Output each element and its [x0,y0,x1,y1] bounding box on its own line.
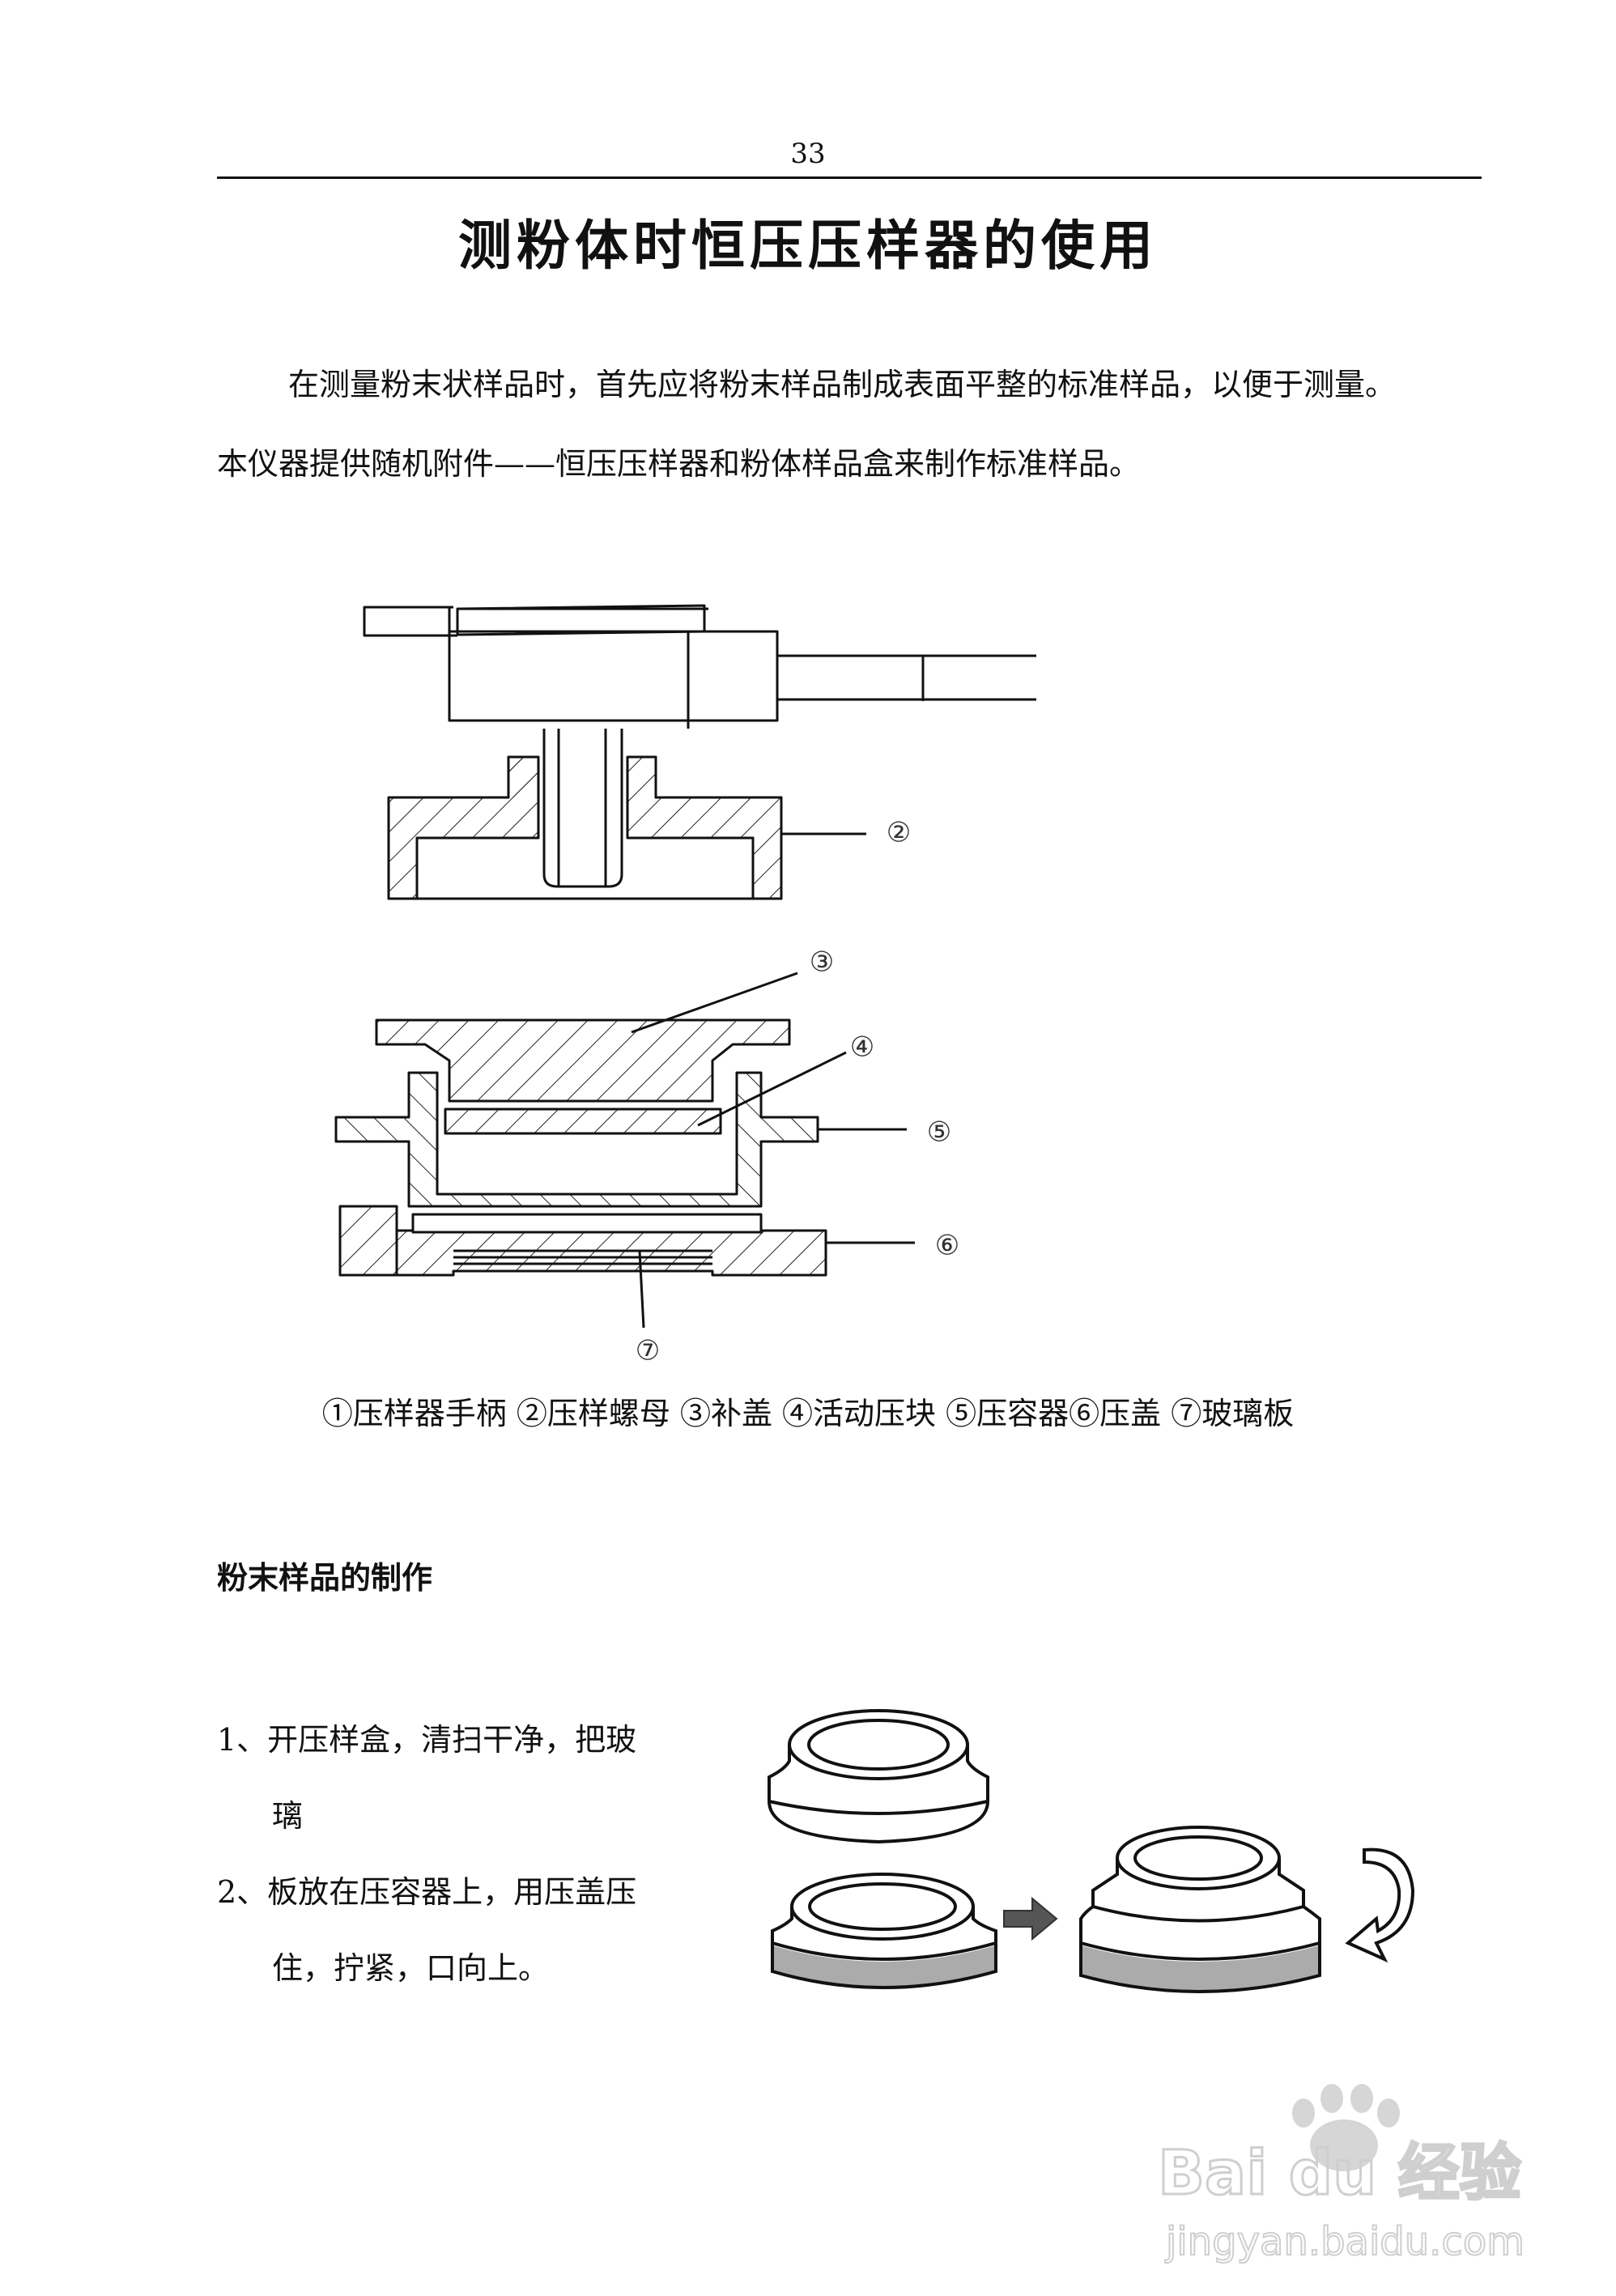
press-cap [375,1018,791,1103]
press-nut [387,729,783,900]
step-2-line-1: 2、板放在压容器上，用压盖压 [217,1874,637,1910]
section-heading: 粉末样品的制作 [217,1560,433,1596]
header-rule [217,176,1482,179]
press-diagram: ① ② ③ ④ ⑤ ⑥ ⑦ [334,604,1036,1367]
baidu-watermark: Bai du 经验 jingyan.baidu.com [1157,2084,1525,2265]
callout-5: ⑤ [927,1116,951,1149]
step-1-line-1: 1、开压样盒，清扫干净，把玻 [217,1722,637,1758]
callout-4: ④ [850,1031,874,1064]
rotate-arrow-icon [1345,1847,1415,1963]
watermark-logo: Bai du 经验 [1158,2137,1521,2209]
right-arrow-icon [1003,1896,1058,1941]
paw-icon [1292,2084,1400,2171]
watermark-url: jingyan.baidu.com [1165,2219,1525,2264]
page-number: 33 [790,138,826,170]
assembled-ring [1079,1826,1321,1993]
callout-2: ② [887,817,911,849]
press-handle [363,604,1036,729]
sample-box-illustration [768,1709,1415,1993]
intro-paragraph-line-1: 在测量粉末状样品时，首先应将粉末样品制成表面平整的标准样品，以便于测量。 [288,367,1397,402]
diagram-caption: ①压样器手柄 ②压样螺母 ③补盖 ④活动压块 ⑤压容器⑥压盖 ⑦玻璃板 [321,1396,1295,1431]
lid-ring [768,1709,989,1844]
callout-7: ⑦ [636,1335,660,1367]
container-ring [771,1873,997,1989]
step-1-line-2: 璃 [272,1798,304,1834]
page-title: 测粉体时恒压压样器的使用 [458,215,1158,277]
press-container [334,1071,819,1208]
callout-3: ③ [810,946,834,979]
intro-paragraph-line-2: 本仪器提供随机附件——恒压压样器和粉体样品盒来制作标准样品。 [217,446,1141,482]
step-2-line-2: 住，拧紧，口向上。 [272,1950,550,1986]
callout-6: ⑥ [935,1230,959,1262]
glass-plate [411,1213,763,1265]
